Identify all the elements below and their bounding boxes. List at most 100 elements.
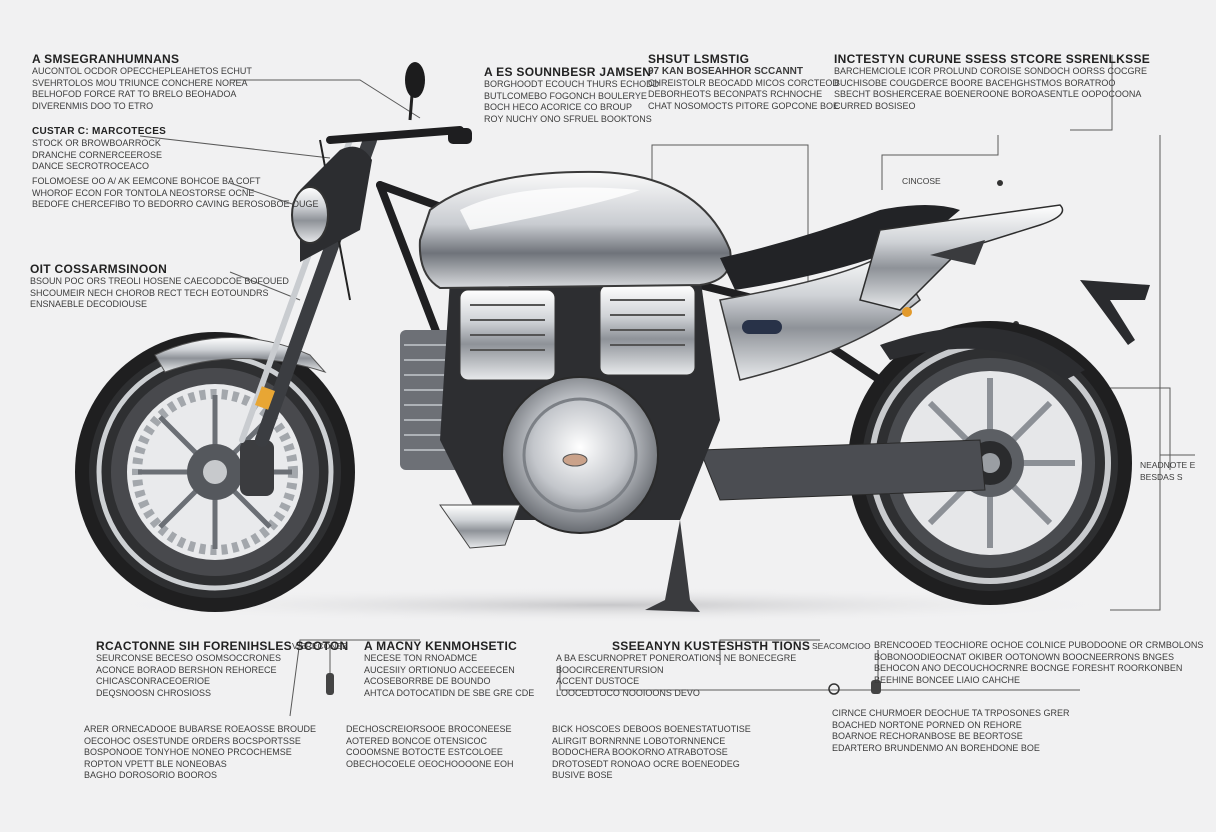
callout-12: A MACNY KENMOHSETIC NECESE TON RNOADMCE …: [364, 640, 534, 699]
callout-4-line-3: ENSNAEBLE DECODIOUSE: [30, 299, 148, 309]
callout-8: CINCOSE: [902, 176, 941, 188]
callout-15-line-1: BRENCOOED TEOCHIORE OCHOE COLNICE PUBODO…: [874, 640, 1204, 650]
callout-17-line-4: ROPTON VPETT BLE NONEOBAS: [84, 758, 227, 769]
callout-18-line-2: AOTERED BONCOE OTENSICOC: [346, 735, 488, 746]
panel-badge: [742, 320, 782, 334]
callout-17: ARER ORNECADOOE BUBARSE ROEAOSSE BROUDE …: [84, 724, 316, 782]
callout-6-heading: SHSUT LSMSTIG: [648, 52, 750, 66]
callout-17-line-1: ARER ORNECADOOE BUBARSE ROEAOSSE BROUDE: [84, 724, 317, 734]
callout-12-heading: A MACNY KENMOHSETIC: [364, 639, 518, 653]
callout-3-line-2: WHOROF ECON FOR TONTOLA NEOSTORSE OCNE: [32, 187, 255, 198]
seat: [720, 205, 960, 290]
callout-1-line-4: DIVERENMIS DOO TO ETRO: [32, 100, 154, 111]
callout-7: INCTESTYN CURUNE SSESS STCORE SSRENLKSSE…: [834, 53, 1150, 112]
callout-19-line-1: BICK HOSCOES DEBOOS BOENESTATUOTISE: [552, 724, 751, 734]
callout-7-heading: INCTESTYN CURUNE SSESS STCORE SSRENLKSSE: [834, 52, 1151, 66]
callout-10-line-1: SEURCONSE BECESO OSOMSOCCRONES: [96, 653, 282, 663]
callout-6-line-1: 97 KAN BOSEAHHOR SCCANNT: [648, 66, 804, 77]
tail-light: [930, 240, 985, 265]
callout-1-line-1: AUCONTOL OCDOR OPECCHEPLEAHETOS ECHUT: [32, 66, 252, 76]
callout-13: SSEEANYN KUSTESHSTH TIONS A BA ESCURNOPR…: [556, 640, 810, 699]
callout-17-line-2: OECOHOC OSESTUNDE ORDERS BOCSPORTSSE: [84, 735, 301, 746]
callout-1-heading: A SMSEGRANHUMNANS: [32, 52, 180, 66]
callout-13-heading: SSEEANYN KUSTESHSTH TIONS: [612, 639, 811, 653]
callout-18-line-1: DECHOSCREIORSOOE BROCONEESE: [346, 724, 512, 734]
rear-fender: [880, 327, 1085, 380]
callout-2: CUSTAR C: MARCOTECES STOCK OR BROWBOARRO…: [32, 125, 166, 173]
callout-5-heading: A ES SOUNNBESR JAMSEN: [484, 65, 652, 79]
cockpit: [291, 62, 472, 262]
callout-1-line-3: BELHOFOD FORCE RAT TO BRELO BEOHADOA: [32, 89, 237, 99]
callout-1: A SMSEGRANHUMNANS AUCONTOL OCDOR OPECCHE…: [32, 53, 252, 112]
callout-8-line-1: CINCOSE: [902, 176, 941, 186]
tank-highlight: [460, 187, 640, 230]
callout-19-line-4: DROTOSEDT RONOAO OCRE BOENEODEG: [552, 758, 740, 769]
callout-2-line-2: DRANCHE CORNERCEEROSE: [32, 149, 163, 160]
callout-12-line-2: AUCESIIY ORTIONUO ACCEEECEN: [364, 664, 515, 675]
callout-17-line-5: BAGHO DOROSORIO BOOROS: [84, 770, 218, 780]
callout-3: FOLOMOESE OO A/ AK EEMCONE BOHCOE BA COF…: [32, 176, 319, 211]
callout-6-line-3: DEBORHEOTS BECONPATS RCHNOCHE: [648, 89, 823, 99]
callout-10: RCACTONNE SIH FORENIHSLES SCOTON SEURCON…: [96, 640, 349, 699]
callout-16-line-1: CIRNCE CHURMOER DEOCHUE TA TRPOSONES GRE…: [832, 708, 1070, 718]
kickstand: [645, 520, 700, 612]
callout-4: OIT COSSARMSINOON BSOUN POC ORS TREOLI H…: [30, 263, 289, 311]
callout-12-line-4: AHTCA DOTOCATIDN DE SBE GRE CDE: [364, 687, 535, 698]
callout-16-line-2: BOACHED NORTONE PORNED ON REHORE: [832, 719, 1022, 730]
callout-10-heading: RCACTONNE SIH FORENIHSLES SCOTON: [96, 639, 349, 653]
callout-17-line-3: BOSPONOOE TONYHOE NONEO PRCOCHEMSE: [84, 747, 292, 757]
callout-19-line-5: BUSIVE BOSE: [552, 770, 613, 780]
callout-10-line-2: ACONCE BORAOD BERSHON REHORECE: [96, 664, 277, 675]
callout-16-line-4: EDARTERO BRUNDENMO AN BOREHDONE BOE: [832, 742, 1040, 753]
callout-14-line-1: SEACOMCIOO: [812, 641, 871, 651]
front-wheel: [75, 332, 355, 612]
callout-4-line-1: BSOUN POC ORS TREOLI HOSENE CAECODCOE BO…: [30, 276, 289, 286]
callout-15: BRENCOOED TEOCHIORE OCHOE COLNICE PUBODO…: [874, 640, 1203, 686]
callout-18: DECHOSCREIORSOOE BROCONEESE AOTERED BONC…: [346, 724, 514, 770]
callout-18-line-4: OBECHOCOELE OEOCHOOOONE EOH: [346, 758, 514, 769]
swing-arm: [699, 439, 986, 501]
callout-4-heading: OIT COSSARMSINOON: [30, 262, 168, 276]
callout-18-line-3: COOOMSNE BOTOCTE ESTCOLOEE: [346, 747, 503, 757]
callout-13-line-3: ACCENT DUSTOCE: [556, 676, 640, 686]
callout-7-line-1: BARCHEMCIOLE ICOR PROLUND COROISE SONDOC…: [834, 66, 1148, 76]
callout-15-line-3: BEHOCON ANO DECOUCHOCRNRE BOCNGE FORESHT…: [874, 663, 1183, 673]
callout-15-line-4: BEEHINE BONCEE LIAIO CAHCHE: [874, 674, 1021, 685]
callout-7-line-4: CURRED BOSISEO: [834, 100, 916, 111]
callout-13-line-4: LOOCEDTOCO NOOIOONS DEVO: [556, 687, 700, 698]
callout-13-line-2: BOOCIRCERENTURSION: [556, 664, 664, 675]
callout-6: SHSUT LSMSTIG 97 KAN BOSEAHHOR SCCANNT C…: [648, 53, 839, 112]
front-fender: [154, 337, 327, 374]
callout-15-line-2: BOBONOODIEOCNAT OKIBER OOTONOWN BOOCNEER…: [874, 651, 1175, 662]
callout-13-line-1: A BA ESCURNOPRET PONEROATIONS NE BONECEG…: [556, 653, 797, 663]
callout-9-line-1: NEADNOTE E: [1140, 460, 1196, 470]
callout-12-line-1: NECESE TON RNOADMCE: [364, 653, 478, 663]
callout-2-line-1: STOCK OR BROWBOARROCK: [32, 138, 161, 148]
callout-14: SEACOMCIOO: [812, 641, 871, 653]
engine: [400, 275, 720, 549]
callout-1-line-2: SVEHRTOLOS MOU TRIUNCE CONCHERE NOREA: [32, 77, 248, 88]
leader-lines: [139, 55, 1195, 717]
callout-16-line-3: BOARNOE RECHORANBOSE BE BEORTOSE: [832, 731, 1023, 741]
ground-shadow: [90, 587, 1130, 623]
callout-5: A ES SOUNNBESR JAMSEN BORGHOODT ECOUCH T…: [484, 66, 659, 125]
callout-19: BICK HOSCOES DEBOOS BOENESTATUOTISE ALIR…: [552, 724, 751, 782]
callout-2-heading: CUSTAR C: MARCOTECES: [32, 126, 167, 137]
callout-9-line-2: BESDAS S: [1140, 471, 1183, 482]
callout-5-line-1: BORGHOODT ECOUCH THURS ECHODD: [484, 79, 660, 89]
callout-12-line-3: ACOSEBORRBE DE BOUNDO: [364, 676, 491, 686]
callout-5-line-2: BUTLCOMEBO FOGONCH BOULERYE: [484, 90, 647, 101]
callout-4-line-2: SHCOUMEIR NECH CHOROB RECT TECH EOTOUNDR…: [30, 287, 269, 298]
callout-7-line-2: BUCHISOBE COUGDERCE BOORE BACEHGHSTMOS B…: [834, 77, 1116, 88]
callout-3-line-3: BEDOFE CHERCEFIBO TO BEDORRO CAVING BERO…: [32, 199, 319, 209]
callout-6-line-4: CHAT NOSOMOCTS PITORE GOPCONE BOE: [648, 100, 840, 111]
turn-signal: [902, 307, 912, 317]
callout-19-line-3: BODOCHERA BOOKORNO ATRABOTOSE: [552, 747, 728, 757]
callout-9: NEADNOTE E BESDAS S: [1140, 460, 1195, 483]
callout-10-line-3: CHICASCONRACEOERIOE: [96, 676, 211, 686]
callout-6-line-2: CHREISTOLR BEOCADD MICOS CORCTEOD: [648, 77, 839, 88]
callout-16: CIRNCE CHURMOER DEOCHUE TA TRPOSONES GRE…: [832, 708, 1070, 754]
callout-5-line-4: ROY NUCHY ONO SFRUEL BOOKTONS: [484, 113, 652, 124]
tail-section: [859, 204, 1064, 311]
